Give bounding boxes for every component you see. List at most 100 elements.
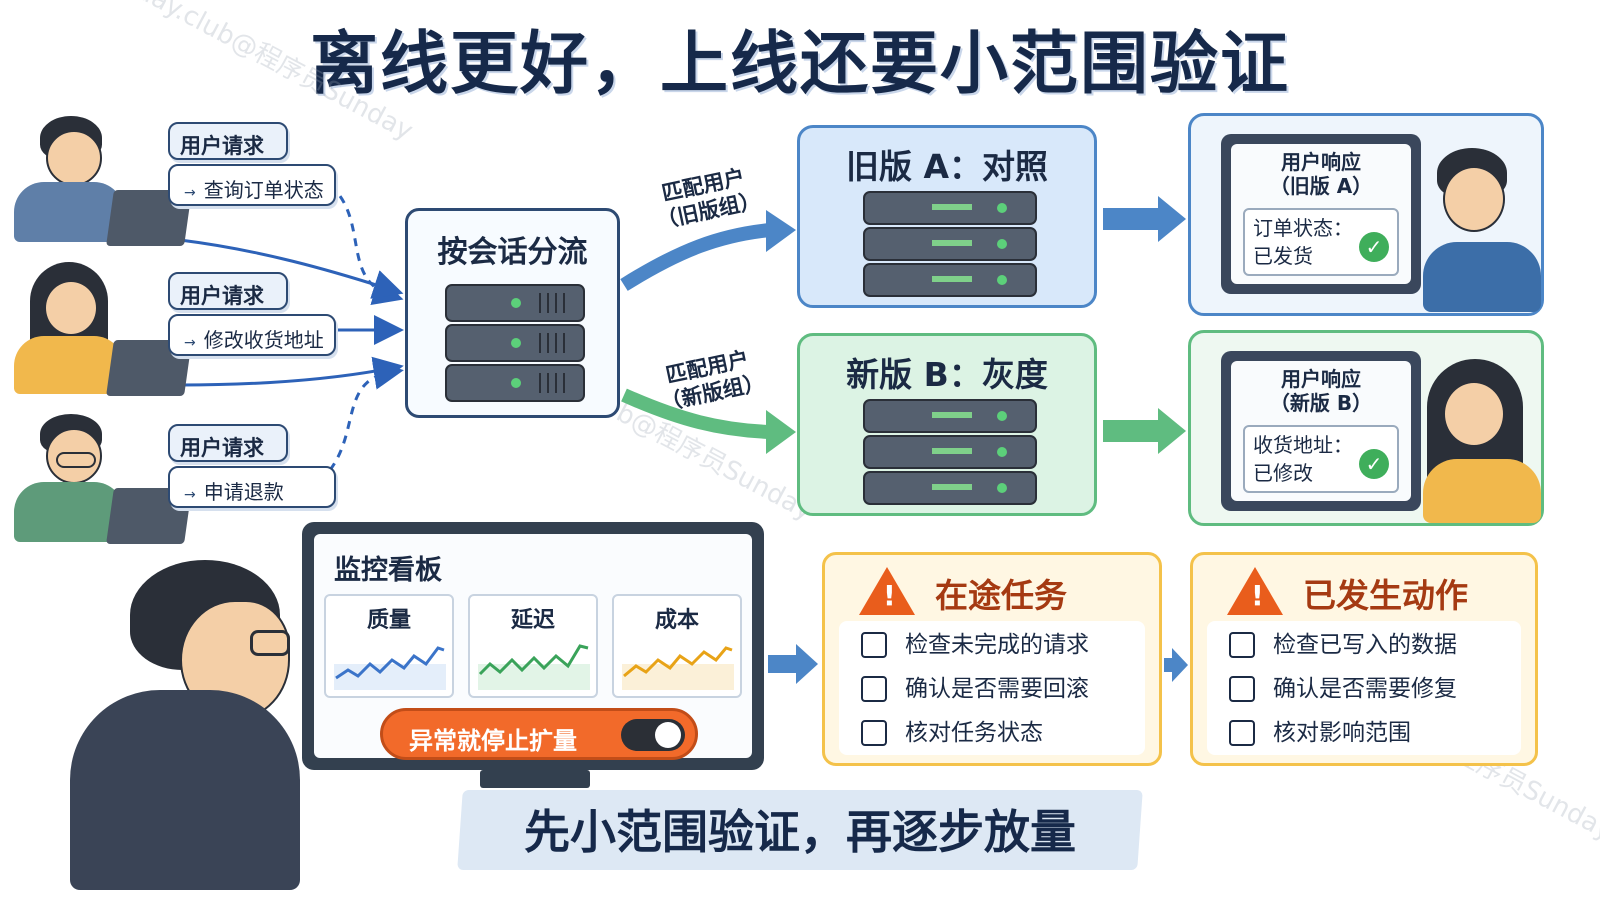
checklist-item[interactable]: 核对影响范围 <box>1229 717 1411 749</box>
checklist-item[interactable]: 检查未完成的请求 <box>861 629 1089 661</box>
metric-label: 延迟 <box>510 608 555 633</box>
request-text: 申请退款 <box>203 480 284 504</box>
response-value: 已发货 <box>1253 244 1313 268</box>
trend-chart-icon <box>478 644 590 690</box>
arrowhead-a-resp <box>1158 196 1186 242</box>
server-icon <box>863 399 1037 505</box>
arrow-user1-router <box>329 183 404 306</box>
toggle-switch[interactable] <box>621 719 685 751</box>
request-head: 用户请求 <box>168 272 288 310</box>
checklist-item-label: 核对影响范围 <box>1273 720 1411 746</box>
arrow-a-resp <box>1103 208 1161 230</box>
dashboard-monitor: 监控看板 质量 延迟 成本 异常就停止扩量 <box>302 522 764 770</box>
response-a-panel: 用户响应 （旧版 A） 订单状态： 已发货 ✓ <box>1188 113 1544 316</box>
server-icon <box>863 191 1037 297</box>
checklist-item-label: 核对任务状态 <box>905 720 1043 746</box>
warning-icon <box>1227 567 1283 615</box>
panel-title: 已发生动作 <box>1303 576 1468 615</box>
request-head: 用户请求 <box>168 122 288 160</box>
avatar <box>46 130 102 186</box>
glasses-icon <box>56 452 96 468</box>
version-b-panel: 新版 B：灰度 <box>797 333 1097 516</box>
arrowhead-dash-task <box>796 644 818 684</box>
body <box>1423 242 1541 312</box>
arrowhead-router-b <box>766 410 796 454</box>
warning-icon <box>859 567 915 615</box>
checklist-item-label: 检查未完成的请求 <box>905 632 1089 658</box>
version-b-title: 新版 B：灰度 <box>846 355 1048 394</box>
checklist-item[interactable]: 确认是否需要修复 <box>1229 673 1457 705</box>
checkbox[interactable] <box>1229 632 1255 658</box>
arrow-user1b-router <box>179 238 404 299</box>
arrow-icon: → <box>184 185 196 201</box>
request-head: 用户请求 <box>168 424 288 462</box>
trend-chart-icon <box>622 646 734 690</box>
arrowhead-b-resp <box>1158 408 1186 454</box>
checkbox[interactable] <box>1229 720 1255 746</box>
arrow-task-task <box>1164 658 1174 672</box>
arrow-icon: → <box>184 335 196 351</box>
body <box>14 482 124 542</box>
warning-mark: ! <box>1251 579 1264 612</box>
version-a-panel: 旧版 A：对照 <box>797 125 1097 308</box>
arrow-user2b-router <box>179 356 404 387</box>
arrow-icon: → <box>184 487 196 503</box>
stop-rollout-label: 异常就停止扩量 <box>409 727 577 755</box>
checklist-item[interactable]: 确认是否需要回滚 <box>861 673 1089 705</box>
metric-quality: 质量 <box>324 594 454 698</box>
body <box>14 336 124 394</box>
metric-latency: 延迟 <box>468 594 598 698</box>
body <box>14 182 124 242</box>
laptop-screen: 用户响应 （新版 B） 收货地址： 已修改 ✓ <box>1221 351 1421 511</box>
dashboard-title: 监控看板 <box>334 555 442 586</box>
checklist-item[interactable]: 检查已写入的数据 <box>1229 629 1457 661</box>
screen-content: 用户响应 （新版 B） 收货地址： 已修改 ✓ <box>1231 361 1411 501</box>
arrow-dash-task <box>768 655 798 673</box>
user-1: 用户请求 → 查询订单状态 <box>10 112 340 257</box>
metric-label: 成本 <box>654 608 699 633</box>
response-title: 用户响应 （旧版 A） <box>1269 150 1373 198</box>
response-b-panel: 用户响应 （新版 B） 收货地址： 已修改 ✓ <box>1188 330 1544 526</box>
checkbox[interactable] <box>861 632 887 658</box>
checkbox[interactable] <box>861 720 887 746</box>
request-bubble: → 查询订单状态 <box>168 164 336 206</box>
response-title: 用户响应 （新版 B） <box>1269 367 1373 415</box>
stop-rollout-toggle[interactable]: 异常就停止扩量 <box>380 708 698 760</box>
dashboard-screen: 监控看板 质量 延迟 成本 异常就停止扩量 <box>314 534 752 760</box>
metric-cost: 成本 <box>612 594 742 698</box>
glasses-icon <box>250 630 290 656</box>
version-a-title: 旧版 A：对照 <box>845 147 1049 186</box>
user-2: 用户请求 → 修改收货地址 <box>10 262 340 407</box>
session-router: 按会话分流 <box>405 208 620 418</box>
arrow-user3-router <box>328 359 404 471</box>
check-icon: ✓ <box>1359 449 1389 479</box>
laptop-screen: 用户响应 （旧版 A） 订单状态： 已发货 ✓ <box>1221 134 1421 294</box>
page-title: 离线更好，上线还要小范围验证 <box>309 25 1290 104</box>
checkbox[interactable] <box>861 676 887 702</box>
arrow-router-b <box>621 388 771 439</box>
checklist: 检查未完成的请求 确认是否需要回滚 核对任务状态 <box>839 621 1145 755</box>
checkbox[interactable] <box>1229 676 1255 702</box>
screen-content: 用户响应 （旧版 A） 订单状态： 已发货 ✓ <box>1231 144 1411 284</box>
checklist-item-label: 确认是否需要修复 <box>1273 676 1457 702</box>
checklist-item[interactable]: 核对任务状态 <box>861 717 1043 749</box>
checklist-item-label: 确认是否需要回滚 <box>905 676 1089 702</box>
metric-label: 质量 <box>366 608 411 633</box>
arrow-router-a <box>620 223 771 291</box>
bottom-banner: 先小范围验证，再逐步放量 <box>524 805 1076 859</box>
request-text: 查询订单状态 <box>203 178 324 202</box>
engineer <box>70 560 330 890</box>
avatar <box>1443 381 1505 447</box>
response-field: 收货地址： <box>1253 433 1353 457</box>
response-value: 已修改 <box>1253 461 1313 485</box>
request-text: 修改收货地址 <box>203 328 324 352</box>
avatar <box>1443 166 1505 232</box>
arrowhead-task-task <box>1172 648 1188 682</box>
response-field: 订单状态： <box>1253 216 1353 240</box>
request-bubble: → 修改收货地址 <box>168 314 336 356</box>
toggle-knob <box>655 722 681 748</box>
router-title: 按会话分流 <box>437 235 588 270</box>
monitor-stand <box>480 770 590 788</box>
server-icon <box>445 284 585 402</box>
